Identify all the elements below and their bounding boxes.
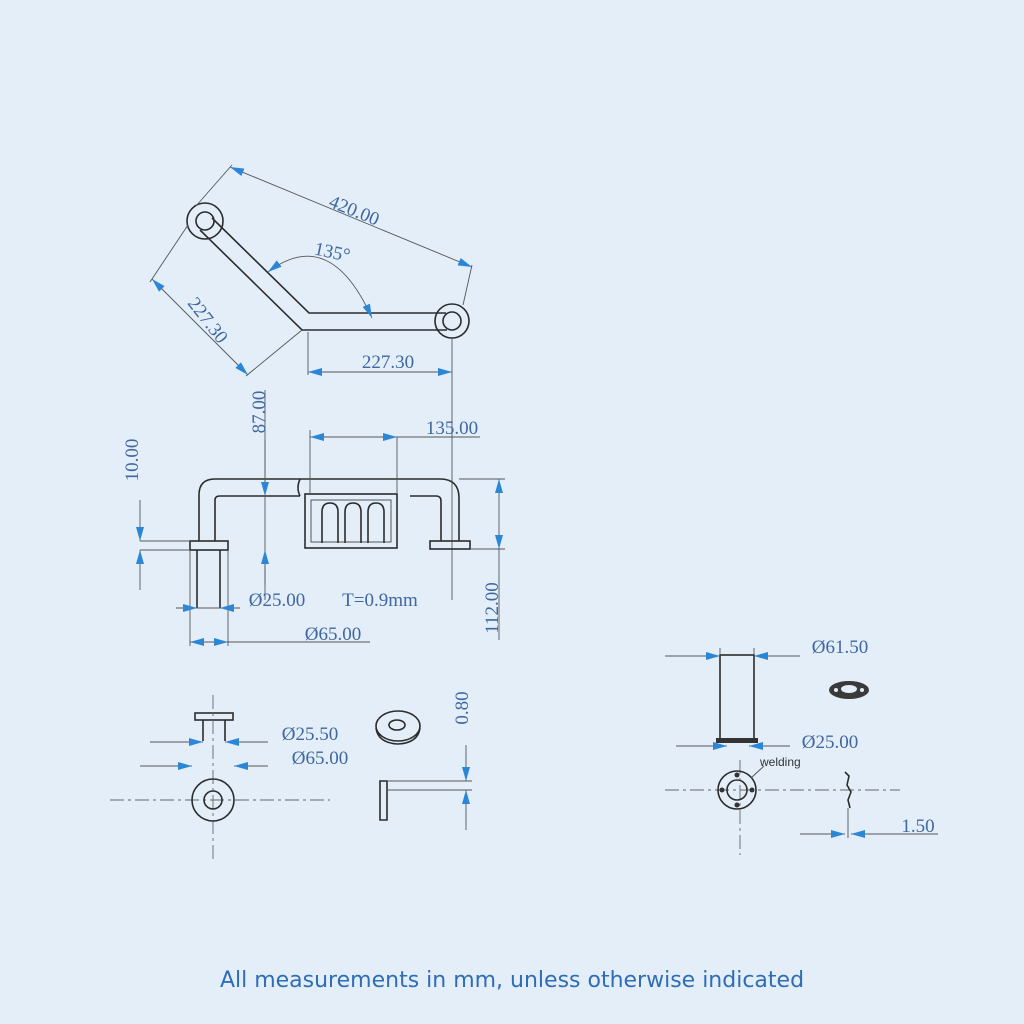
bar-inner [214, 495, 442, 541]
cover-ring-inner [388, 719, 406, 731]
label-height-total: 112.00 [482, 582, 503, 634]
weld-plate-edge [844, 771, 852, 809]
label-leg-a: 227.30 [183, 294, 232, 348]
label-plate-thickness: 10.00 [122, 439, 143, 482]
weld-plate-face [717, 770, 757, 810]
label-flange-outer: Ø65.00 [292, 748, 348, 769]
mounting-plate-icon [829, 681, 869, 699]
label-flange-diameter: Ø65.00 [305, 624, 361, 645]
bar-joint [297, 478, 301, 497]
label-wall-gap: 87.00 [249, 391, 270, 434]
bar-outer [198, 478, 460, 541]
angle-arc [267, 255, 373, 319]
label-basket-width: 135.00 [426, 418, 478, 439]
left-plate [189, 540, 229, 551]
flange-hole [203, 790, 223, 810]
label-length-total: 420.00 [326, 191, 382, 230]
front-view: 10.00 87.00 135.00 112.00 Ø25.00 T=0.9mm… [122, 390, 505, 646]
basket-slot-2 [344, 502, 362, 543]
dimension-leg-a [151, 278, 249, 376]
measurement-note: All measurements in mm, unless otherwise… [219, 968, 805, 993]
basket-slot-1 [321, 502, 339, 543]
weld-plate-side [716, 738, 758, 743]
right-plate [429, 540, 471, 550]
weld-tube-end [726, 779, 748, 801]
left-flange-outline [186, 202, 224, 240]
label-plate-thickness-detail: 1.50 [901, 816, 934, 837]
flange-neck-side [202, 720, 226, 741]
bar-inner-edge [211, 217, 446, 314]
basket-slot-3 [367, 502, 385, 543]
dimension-420 [229, 166, 473, 268]
label-leg-b: 227.30 [362, 352, 414, 373]
cover-section [379, 780, 388, 821]
label-tube-diameter: Ø25.00 [249, 590, 305, 611]
label-cover-thickness: 0.80 [452, 691, 473, 724]
weld-tube [719, 654, 755, 742]
flange-detail: Ø25.50 Ø65.00 0.80 [110, 691, 473, 860]
flange-face [191, 778, 235, 822]
left-flange-inner [195, 211, 215, 231]
left-post-section [196, 550, 221, 608]
weld-detail: Ø61.50 Ø25.00 welding 1.50 [665, 637, 938, 855]
label-angle: 135° [312, 239, 352, 267]
label-wall-thickness: T=0.9mm [342, 590, 418, 611]
cover-ring-edge [375, 727, 421, 745]
label-flange-tube: Ø25.50 [282, 724, 338, 745]
flange-cover-side [194, 712, 234, 721]
soap-basket [304, 493, 398, 549]
label-welding: welding [759, 755, 801, 769]
right-flange-inner [442, 311, 462, 331]
label-weld-tube-diameter: Ø25.00 [802, 732, 858, 753]
right-flange-outline [434, 303, 470, 339]
cover-ring-outer [375, 710, 421, 742]
label-plate-diameter: Ø61.50 [812, 637, 868, 658]
